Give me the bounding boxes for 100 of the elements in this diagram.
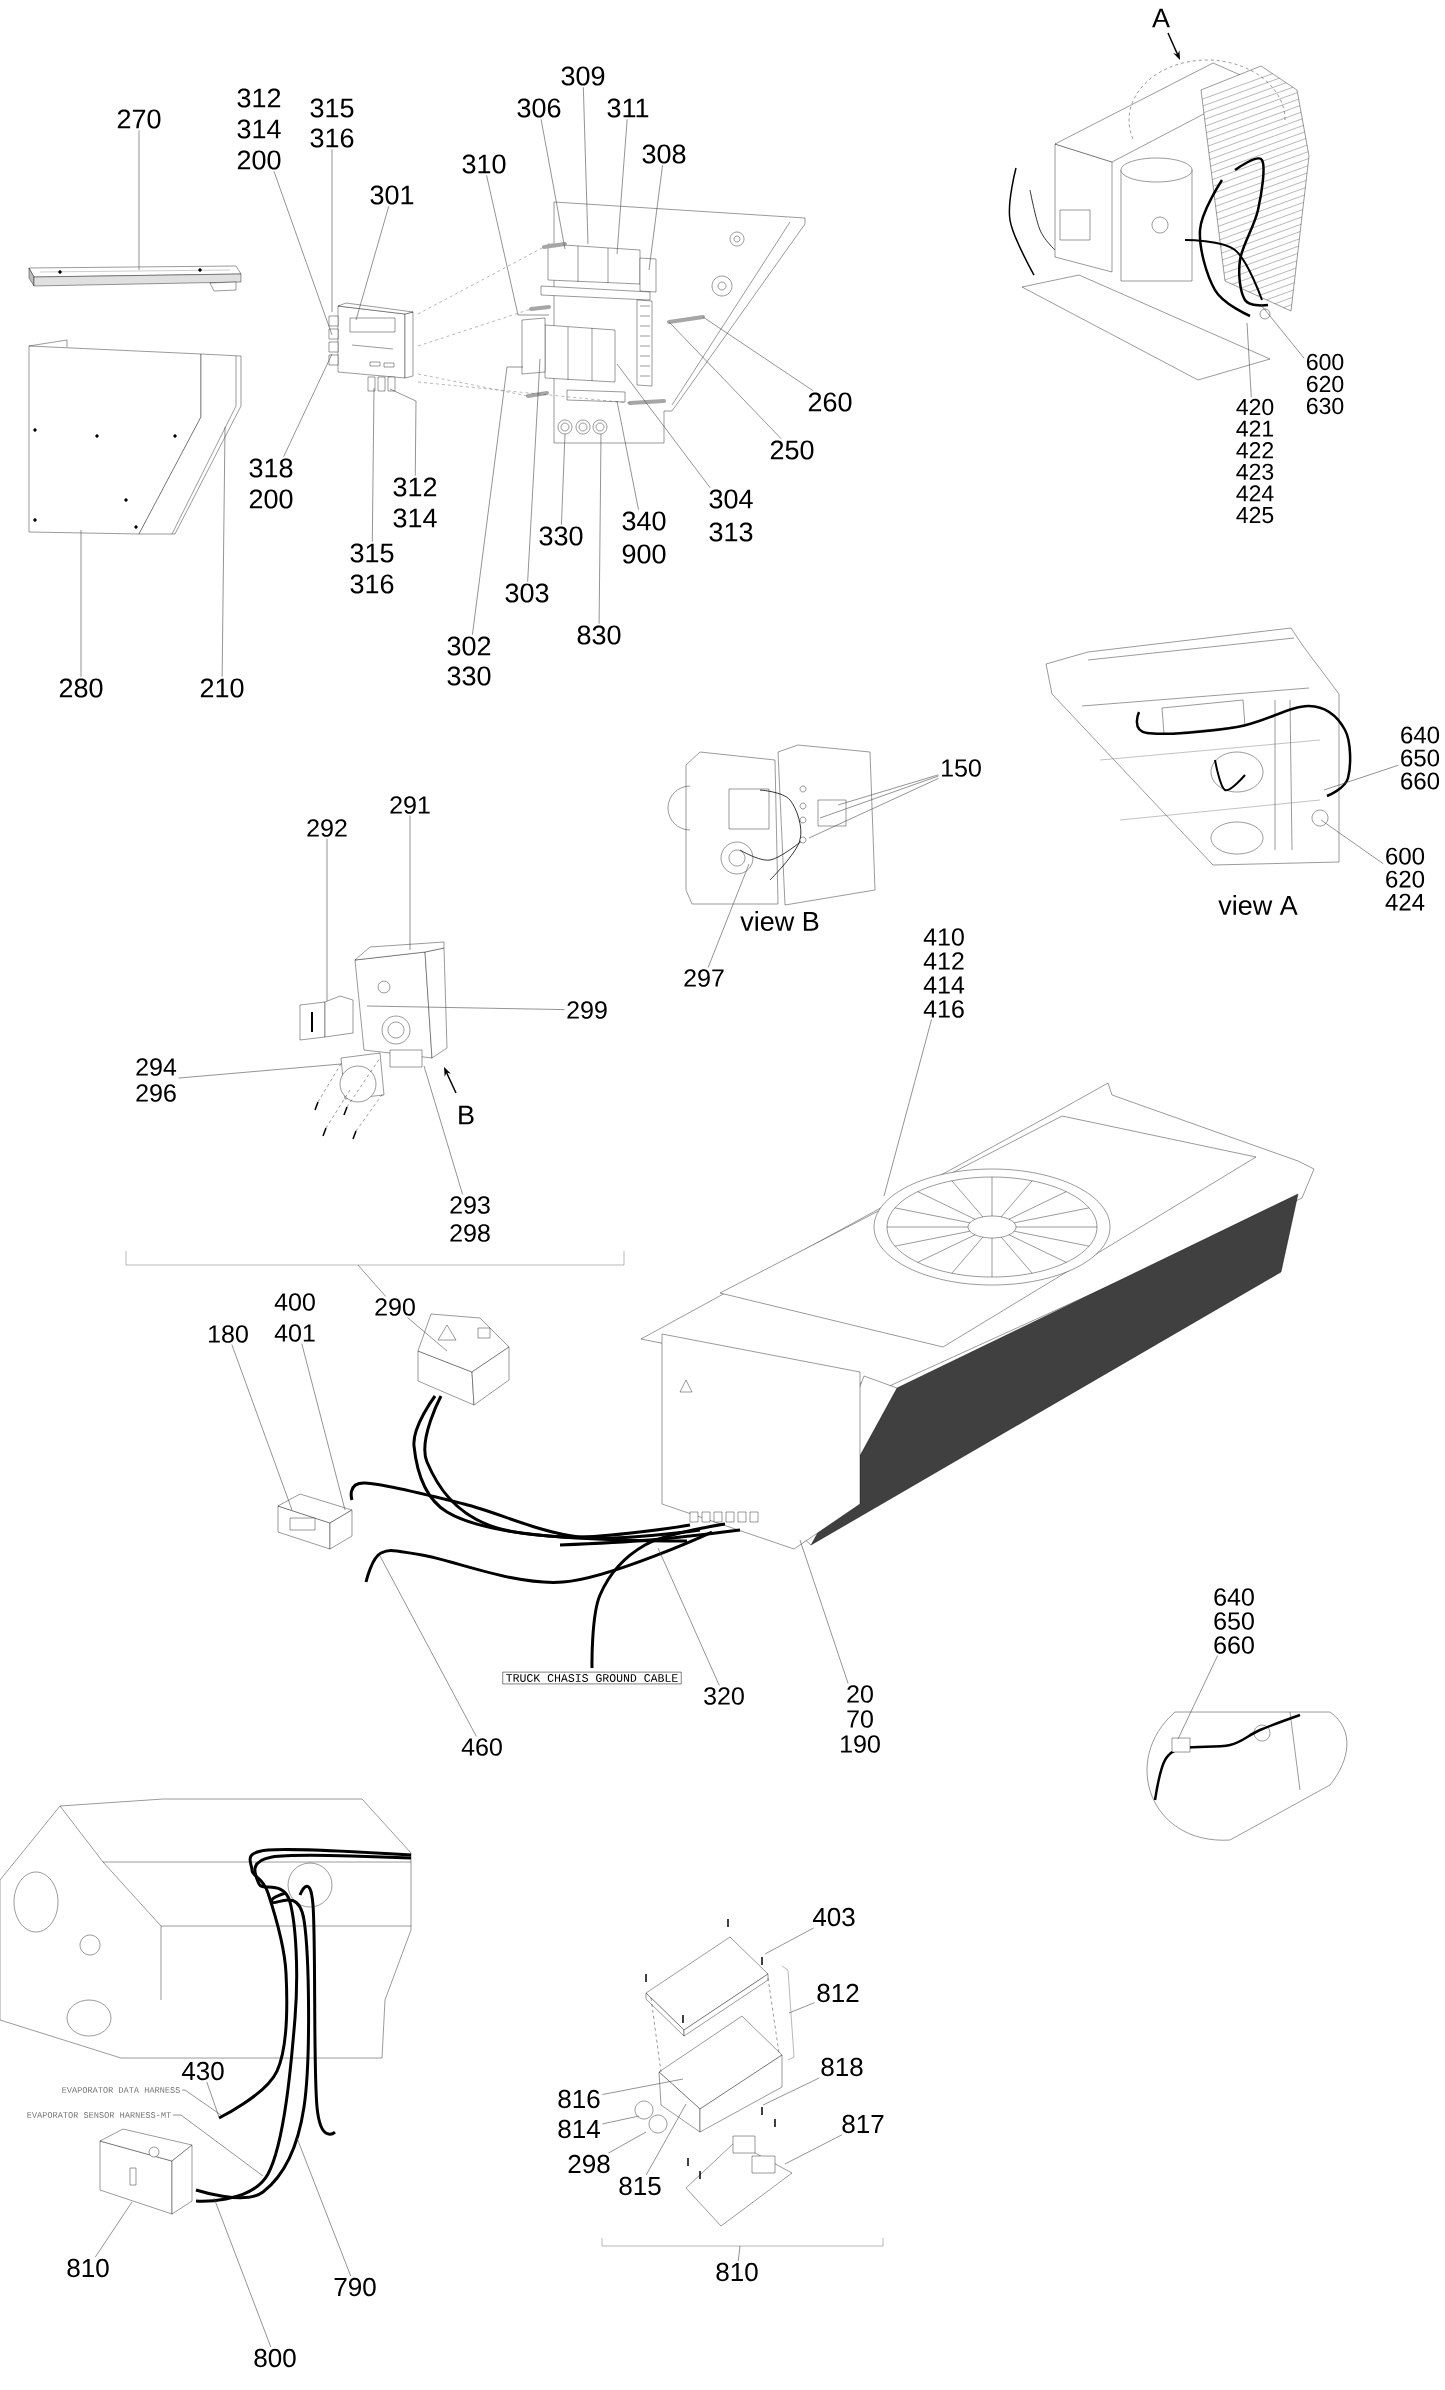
callout-number: 306 xyxy=(517,98,561,118)
callout-number: 290 xyxy=(375,1298,415,1316)
leader-line xyxy=(1177,1655,1218,1740)
cable-bundle-drawing xyxy=(349,1395,741,1669)
leader-line xyxy=(616,118,628,255)
control-box-drawing xyxy=(99,2128,193,2215)
display-unit-drawing xyxy=(277,1493,353,1550)
leader-line xyxy=(657,1547,720,1686)
leader-line xyxy=(784,2134,843,2165)
callout-number: 303 xyxy=(505,583,549,603)
callout-number: 817 xyxy=(842,2114,884,2134)
leader-line xyxy=(799,1539,849,1684)
leader-line xyxy=(206,2081,220,2118)
callout-number: 280 xyxy=(59,678,103,698)
callout-number: 790 xyxy=(334,2277,376,2297)
leader-line xyxy=(231,1344,293,1511)
cable-tag: TRUCK CHASIS GROUND CABLE xyxy=(502,1671,682,1685)
leader-line xyxy=(389,388,417,477)
leader-line xyxy=(472,366,524,636)
callout-number: 302 330 xyxy=(447,636,491,686)
harness-label: EVAPORATOR SENSOR HARNESS-MT xyxy=(27,2112,171,2118)
callout-number: 294 296 xyxy=(136,1058,177,1102)
callout-number: 292 xyxy=(307,819,347,837)
leader-line xyxy=(616,400,639,511)
callout-number: 830 xyxy=(577,625,621,645)
callout-number: 312 314 200 xyxy=(237,88,281,170)
callout-number: 330 xyxy=(539,526,583,546)
leader-line xyxy=(883,1019,932,1197)
callout-number: 430 xyxy=(181,2061,224,2081)
leader-line xyxy=(702,316,814,392)
leader-line xyxy=(648,164,663,271)
callout-number: 818 xyxy=(821,2057,863,2077)
callout-number: 410 412 414 416 xyxy=(923,928,965,1018)
callout-number: 600 620 424 xyxy=(1385,847,1425,911)
leader-line xyxy=(213,2197,272,2348)
callout-number: 150 xyxy=(942,759,981,777)
callout-number: 460 xyxy=(461,1738,502,1756)
callout-number: 340 900 xyxy=(622,511,666,564)
leader-line xyxy=(602,2115,640,2125)
leader-line xyxy=(326,838,328,1002)
view-b-drawing xyxy=(667,744,876,906)
leader-line xyxy=(357,1264,386,1297)
leader-line xyxy=(283,353,333,458)
leader-line xyxy=(737,2245,741,2262)
leader-line xyxy=(138,129,140,271)
leader-line xyxy=(598,433,602,625)
leader-line xyxy=(423,1065,463,1195)
cover-drawing xyxy=(28,339,242,535)
callout-number: 250 xyxy=(770,440,814,460)
callout-number: 640 650 660 xyxy=(1401,726,1440,790)
leader-line xyxy=(486,174,550,316)
callout-number: 304 313 xyxy=(709,489,753,542)
leader-line xyxy=(668,321,782,440)
leader-line xyxy=(172,2114,264,2177)
leader-line xyxy=(540,118,566,250)
callout-number: 640 650 660 xyxy=(1214,1588,1254,1654)
callout-number: 297 xyxy=(684,969,724,987)
switch-box-drawing xyxy=(417,1313,510,1406)
switch-assembly-drawing xyxy=(299,941,448,1140)
leader-line xyxy=(527,358,541,583)
leader-line xyxy=(602,2078,684,2095)
view-a-drawing xyxy=(1045,627,1352,866)
leader-line xyxy=(616,363,711,489)
leader-line xyxy=(379,1555,477,1737)
callout-number: 318 200 xyxy=(249,458,293,509)
leader-line xyxy=(762,2077,820,2106)
callout-number: 315 316 xyxy=(350,543,394,594)
callout-number: 810 xyxy=(716,2262,758,2282)
leader-line xyxy=(707,863,750,968)
leader-line xyxy=(221,426,226,678)
callout-number: 311 xyxy=(607,98,649,118)
callout-number: 260 xyxy=(808,392,852,412)
view-label: view A xyxy=(1218,895,1298,915)
leader-line xyxy=(366,1005,565,1010)
callout-number: 312 314 xyxy=(393,477,437,528)
callout-number: 309 xyxy=(561,66,605,86)
view-letter: A xyxy=(1152,8,1170,28)
callout-number: 180 xyxy=(209,1325,248,1343)
callout-number: 600 620 630 xyxy=(1307,353,1344,415)
leader-line xyxy=(178,1063,342,1079)
callout-number: 20 70 190 xyxy=(841,1685,880,1753)
harness-label: EVAPORATOR DATA HARNESS xyxy=(62,2087,180,2093)
leader-line xyxy=(819,775,939,819)
callout-number: 800 xyxy=(254,2348,296,2368)
callout-number: 308 xyxy=(642,144,686,164)
condenser-inset-drawing xyxy=(1146,1711,1348,1841)
leader-line xyxy=(1323,764,1399,791)
callout-number: 299 xyxy=(567,1001,607,1019)
leader-line xyxy=(94,2201,133,2258)
leader-line xyxy=(331,148,333,313)
leader-line xyxy=(1246,322,1252,398)
leader-line xyxy=(561,433,566,526)
callout-number: 815 xyxy=(619,2176,661,2196)
callout-number: 420 421 422 423 424 425 xyxy=(1236,398,1274,524)
callout-number: 293 298 xyxy=(450,1196,490,1242)
callout-number: 301 xyxy=(370,185,414,205)
leader-line xyxy=(788,2002,815,2014)
view-letter: B xyxy=(459,1105,474,1125)
controller-drawing xyxy=(328,302,414,392)
leader-line xyxy=(181,2089,222,2116)
